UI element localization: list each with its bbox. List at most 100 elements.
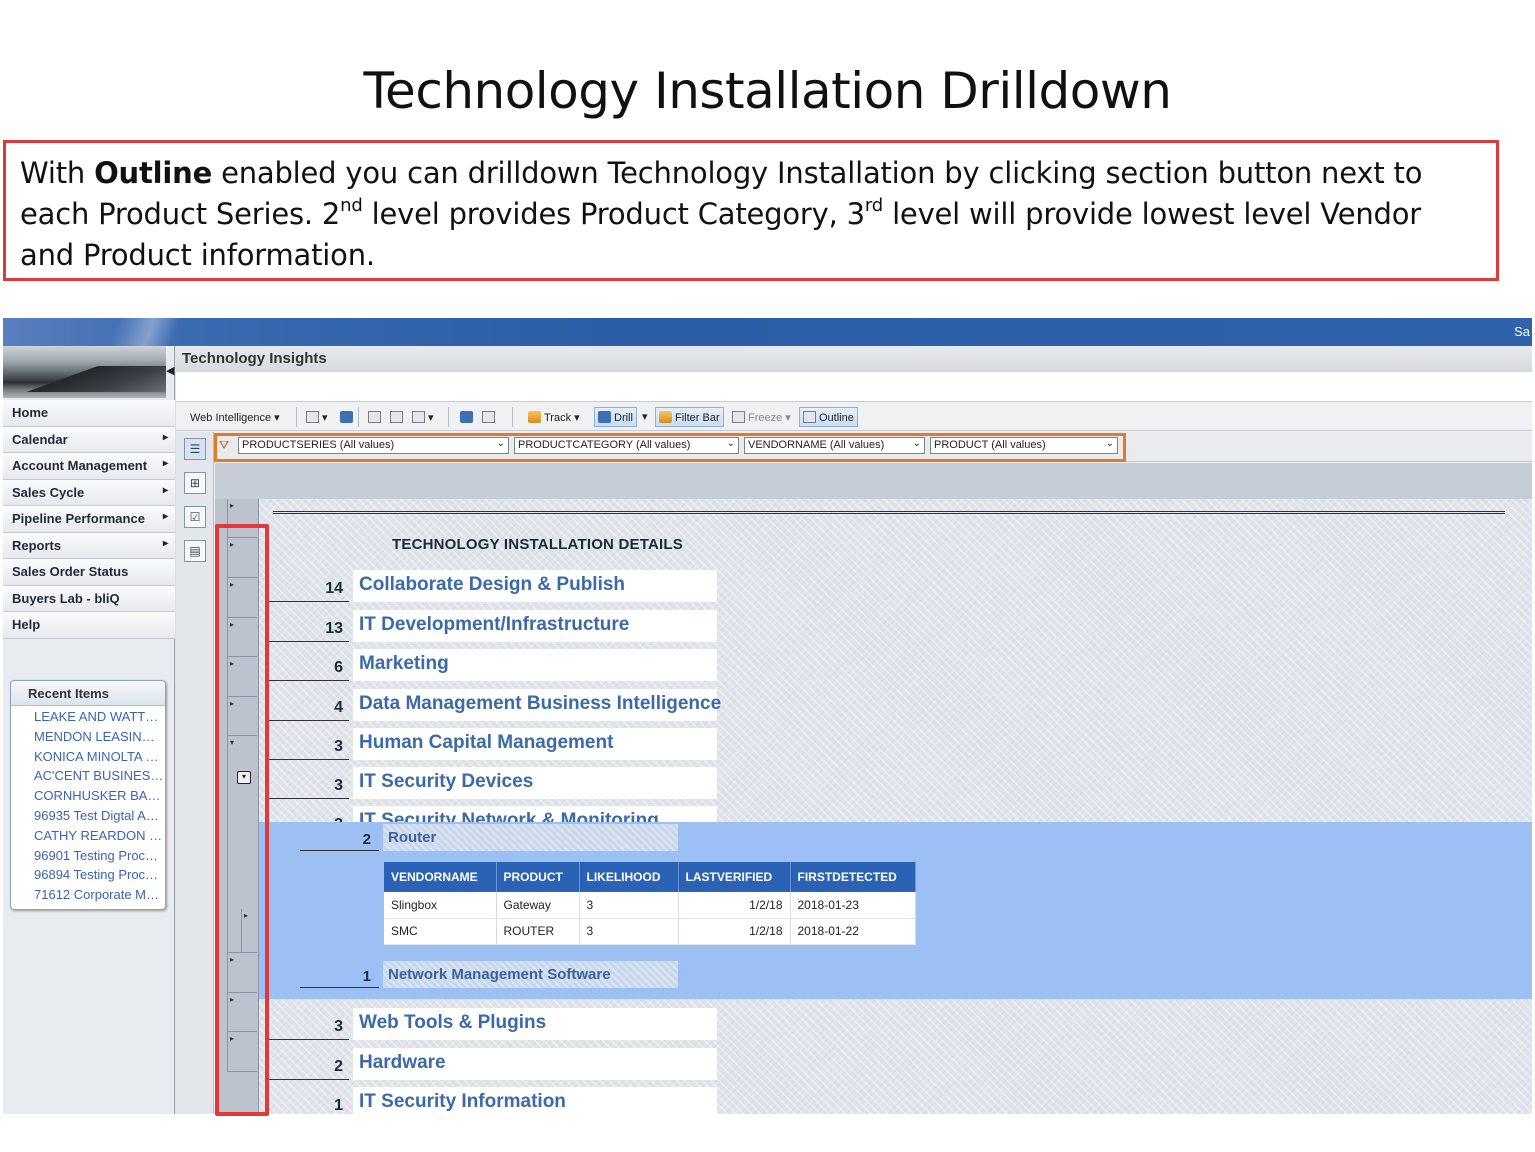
document-title: Technology Insights [176, 346, 1532, 372]
recent-item-link[interactable]: 96894 Testing Proc… [34, 867, 159, 883]
series-label: IT Security Devices [353, 767, 717, 799]
filter-productseries[interactable]: PRODUCTSERIES (All values)⌄ [238, 437, 509, 454]
expand-arrow-icon: ▸ [230, 659, 235, 668]
column-header[interactable]: FIRSTDETECTED [790, 862, 916, 892]
column-header[interactable]: LASTVERIFIED [678, 862, 791, 892]
recent-item-link[interactable]: KONICA MINOLTA … [34, 748, 159, 764]
outline-section-toggle[interactable]: ▸ [227, 578, 257, 618]
submenu-arrow-icon: ▸ [162, 537, 168, 549]
outline-section-toggle[interactable]: ▸ [227, 657, 257, 697]
filter-product[interactable]: PRODUCT (All values)⌄ [930, 437, 1118, 454]
menu-item[interactable]: Account Management▸ [3, 453, 175, 480]
filter-productcategory[interactable]: PRODUCTCATEGORY (All values)⌄ [514, 437, 739, 454]
menu-item[interactable]: Reports▸ [3, 532, 175, 559]
outline-subsection-toggle[interactable]: ▸ [241, 909, 257, 953]
web-intelligence-label: Web Intelligence [190, 412, 272, 424]
outline-level2-toggle[interactable]: ▾ [237, 771, 251, 784]
recent-item-link[interactable]: 96901 Testing Proc… [34, 847, 159, 863]
subsection-row[interactable]: 2 Router [300, 824, 680, 851]
outline-section-toggle[interactable]: ▸ [227, 697, 257, 736]
series-label: Web Tools & Plugins [353, 1008, 717, 1040]
outline-section-toggle[interactable]: ▸ [227, 499, 257, 538]
recent-item-link[interactable]: MENDON LEASIN… [34, 728, 155, 744]
chevron-down-icon: ⌄ [496, 438, 505, 449]
logo-landscape [3, 366, 166, 392]
recent-item-link[interactable]: AC'CENT BUSINES… [34, 768, 164, 784]
filter-bar-button[interactable]: Filter Bar [655, 407, 724, 427]
callout-text-3: level provides Product Category, 3 [362, 197, 866, 231]
redo-icon [482, 411, 495, 423]
header-corner-text[interactable]: Sa [1514, 324, 1530, 339]
menu-item[interactable]: Sales Cycle▸ [3, 479, 175, 506]
outline-section-toggle[interactable]: ▸ [227, 993, 257, 1032]
freeze-button[interactable]: Freeze ▾ [728, 407, 795, 427]
filter-productcategory-value: PRODUCTCATEGORY (All values) [518, 439, 691, 451]
subsection-count: 2 [300, 824, 379, 851]
recent-item-link[interactable]: 71612 Corporate M… [34, 887, 160, 903]
printer-icon [306, 411, 319, 423]
menu-item[interactable]: Home [3, 400, 175, 427]
menu-item[interactable]: Sales Order Status [3, 559, 175, 586]
recent-item-link[interactable]: 96935 Test Digtal A… [34, 807, 159, 823]
callout-text-1: With [20, 156, 95, 190]
outline-section-toggle[interactable]: ▸ [227, 953, 257, 993]
export-button[interactable] [386, 407, 410, 427]
filter-vendorname[interactable]: VENDORNAME (All values)⌄ [744, 437, 925, 454]
outline-label: Outline [819, 412, 854, 424]
undo-button[interactable] [456, 407, 480, 427]
recent-item-link[interactable]: CATHY REARDON … [34, 827, 163, 843]
recent-item-link[interactable]: CORNHUSKER BA… [34, 788, 161, 804]
drill-dropdown-icon[interactable]: ▾ [642, 411, 648, 423]
history-button[interactable] [364, 407, 388, 427]
report-map-icon[interactable]: ⊞ [184, 472, 206, 494]
track-button[interactable]: Track ▾ [524, 407, 584, 427]
print-button[interactable]: ▾ [302, 407, 332, 427]
find-button[interactable] [336, 407, 360, 427]
input-controls-icon[interactable]: ☑ [184, 506, 206, 528]
document-summary-icon[interactable]: ☰ [184, 438, 206, 460]
outline-button[interactable]: Outline [799, 407, 858, 427]
freeze-label: Freeze [748, 412, 783, 424]
collapse-nav-icon[interactable]: ◀ [166, 365, 175, 377]
web-intelligence-menu[interactable]: Web Intelligence ▾ [190, 412, 280, 424]
document-area: Technology Insights Web Intelligence ▾ ▾… [176, 346, 1532, 1114]
column-header[interactable]: LIKELIHOOD [579, 862, 679, 892]
outline-gutter: ▸ ▸ ▸ ▸ ▸ ▸ ▾ ▾ ▸ ▸ ▸ ▸ [215, 499, 259, 1114]
submenu-arrow-icon: ▸ [162, 484, 168, 496]
send-button[interactable]: ▾ [408, 407, 438, 427]
series-count: 3 [269, 728, 349, 760]
expand-arrow-icon: ▸ [230, 580, 235, 589]
redo-button[interactable] [478, 407, 502, 427]
track-icon [528, 411, 541, 423]
table-cell: 1/2/18 [678, 892, 791, 919]
outline-section-toggle[interactable]: ▸ [227, 618, 257, 657]
drill-button[interactable]: Drill [594, 407, 637, 427]
menu-item[interactable]: Pipeline Performance▸ [3, 506, 175, 533]
outline-section-toggle[interactable]: ▸ [227, 1032, 257, 1072]
subsection-row[interactable]: 1 Network Management Software [300, 961, 680, 988]
menu-item-label: Home [12, 405, 49, 420]
comments-icon[interactable]: ▤ [184, 540, 206, 562]
series-count: 2 [269, 1048, 349, 1080]
column-header[interactable]: PRODUCT [496, 862, 580, 892]
outline-section-toggle[interactable]: ▸ [227, 538, 257, 578]
menu-item[interactable]: Calendar▸ [3, 426, 175, 453]
recent-item-link[interactable]: LEAKE AND WATT… [34, 709, 159, 724]
column-header[interactable]: VENDORNAME [384, 862, 497, 892]
menu-item[interactable]: Buyers Lab - bliQ [3, 585, 175, 612]
series-label: Marketing [353, 649, 717, 681]
callout-sup-nd: nd [340, 195, 363, 217]
menu-item[interactable]: Help [3, 612, 175, 639]
menu-item-label: Buyers Lab - bliQ [12, 590, 120, 606]
